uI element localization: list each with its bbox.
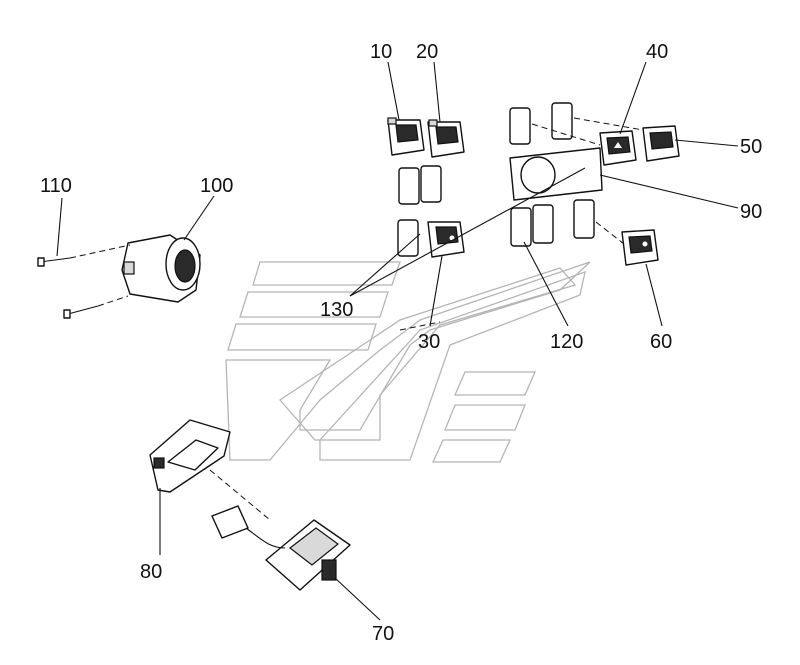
blank-caps-upper-right [509, 102, 573, 145]
callout-130: 130 [320, 299, 353, 321]
rotary-switch-part-100 [121, 234, 201, 303]
screws-part-110 [37, 257, 99, 319]
switch-part-20 [427, 119, 465, 158]
callout-80: 80 [140, 561, 162, 583]
callout-60: 60 [650, 331, 672, 353]
callout-50: 50 [740, 136, 762, 158]
assembly-lines [69, 117, 644, 521]
frame-part-80 [149, 419, 231, 493]
switch-part-10 [387, 117, 425, 156]
switch-part-60 [621, 229, 659, 266]
callout-90: 90 [740, 201, 762, 223]
callout-70: 70 [372, 623, 394, 645]
switch-part-40 [599, 130, 637, 166]
module-part-70 [211, 505, 351, 591]
blank-caps-lower [510, 199, 595, 247]
bezel-part-90 [509, 147, 603, 201]
switch-part-50 [642, 125, 680, 162]
switch-part-30 [427, 221, 465, 258]
callout-100: 100 [200, 175, 233, 197]
callout-120: 120 [550, 331, 583, 353]
callout-110: 110 [40, 175, 72, 197]
callout-10: 10 [370, 41, 392, 63]
callout-20: 20 [416, 41, 438, 63]
callout-40: 40 [646, 41, 668, 63]
leader-lines [56, 61, 739, 621]
watermark-logo [225, 261, 591, 463]
callout-labels: 10 20 40 50 90 110 100 130 30 120 60 80 … [40, 41, 762, 645]
blank-caps-upper [397, 165, 442, 257]
callout-30: 30 [418, 331, 440, 353]
